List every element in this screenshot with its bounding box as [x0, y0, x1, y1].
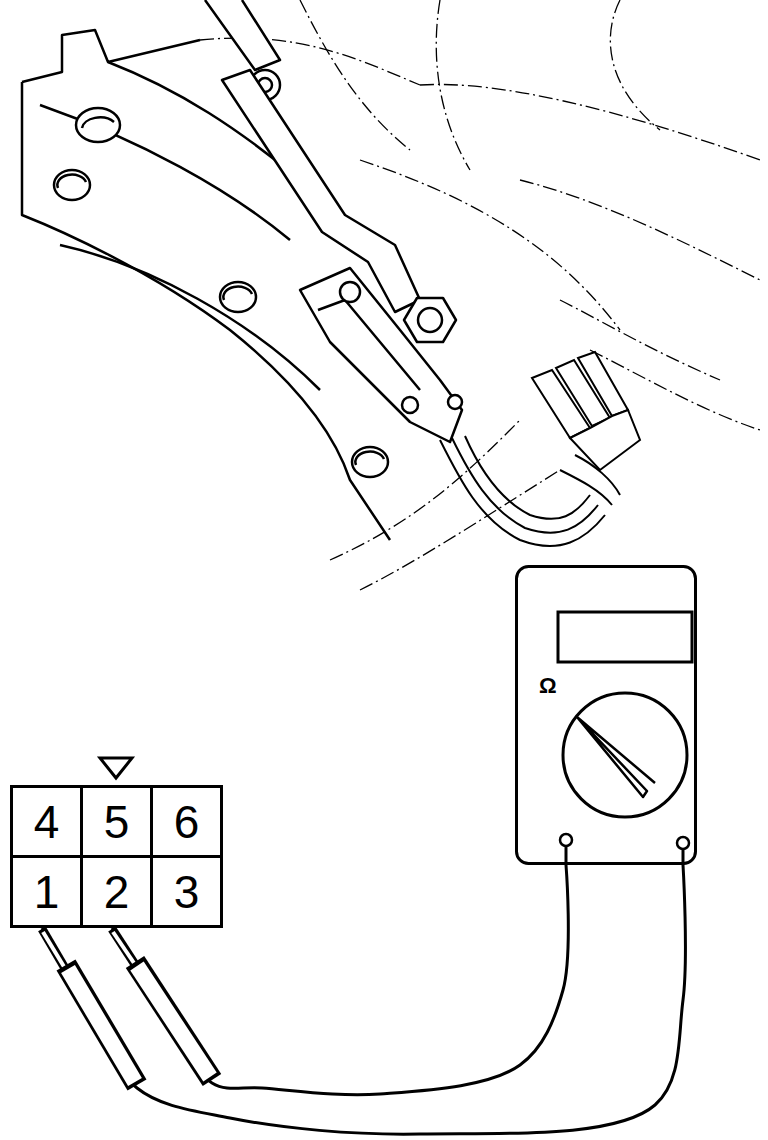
pin-number: 3 — [174, 869, 200, 915]
inhibitor-switch — [340, 282, 360, 302]
connector-plug — [532, 352, 640, 470]
connector-key — [100, 758, 132, 778]
meter-dial — [563, 693, 687, 817]
bolt-hole — [355, 452, 384, 465]
bolt-hole — [220, 282, 256, 312]
inhibitor-switch — [404, 298, 456, 342]
hidden-contour — [436, 0, 470, 170]
inhibitor-switch — [402, 397, 418, 413]
connector-pin: 1 — [10, 855, 83, 928]
bolt-hole — [352, 447, 388, 477]
probe-pin-1 — [42, 929, 66, 970]
connector-plug — [578, 352, 628, 416]
inhibitor-switch — [418, 308, 442, 332]
wire-harness — [440, 440, 605, 546]
meter-terminal — [677, 837, 689, 849]
connector-key — [100, 758, 132, 778]
probe-pin-2 — [137, 966, 210, 1077]
lead-stub — [682, 849, 685, 865]
shift-lever — [205, 0, 280, 70]
pin-number: 1 — [34, 869, 60, 915]
pin-number: 2 — [104, 869, 130, 915]
pin-number: 4 — [34, 799, 60, 845]
probe-pin-2 — [112, 929, 136, 966]
probe-pin-1 — [43, 932, 66, 970]
pin-number: 5 — [104, 799, 130, 845]
inhibitor-switch — [300, 268, 462, 442]
hidden-contour — [610, 0, 660, 130]
bolt-hole — [223, 287, 252, 300]
probe-pin-2 — [112, 929, 212, 1080]
connector-pin: 4 — [10, 785, 83, 858]
housing-outline — [22, 30, 200, 82]
pin-number: 6 — [174, 799, 200, 845]
hidden-contour — [520, 180, 760, 280]
multimeter: Ω — [515, 565, 697, 865]
probe-pin-1 — [68, 969, 135, 1082]
probe-pin-2 — [113, 932, 136, 966]
ohm-symbol: Ω — [539, 675, 557, 697]
connector-pin: 6 — [150, 785, 223, 858]
meter-case — [517, 567, 696, 864]
bolt-hole — [54, 170, 90, 200]
inhibitor-switch — [300, 268, 462, 442]
dial-pointer — [577, 717, 655, 797]
inhibitor-switch — [448, 395, 462, 409]
connector-pin: 3 — [150, 855, 223, 928]
hidden-contour — [420, 84, 760, 160]
test-lead — [112, 865, 568, 1095]
meter-display — [558, 612, 692, 662]
connector-plug — [570, 410, 640, 470]
connector-pin: 5 — [80, 785, 153, 858]
wire-harness — [465, 436, 590, 519]
shift-lever — [205, 0, 420, 312]
probe-pin-1 — [42, 929, 137, 1085]
connector-pin: 2 — [80, 855, 153, 928]
hidden-contour — [200, 0, 760, 590]
meter-terminal — [560, 834, 572, 846]
inhibitor-switch — [318, 300, 420, 390]
hidden-contour — [300, 0, 410, 150]
hidden-contour — [330, 420, 520, 560]
lead-stub — [565, 846, 568, 865]
bolt-hole — [82, 117, 114, 128]
bolt-hole — [57, 175, 86, 188]
bolt-hole — [76, 108, 120, 142]
probe-pin-1 — [66, 965, 137, 1085]
wire-harness — [452, 438, 598, 533]
housing-outline — [60, 245, 320, 390]
shift-lever — [222, 70, 420, 312]
probe-pin-2 — [135, 962, 212, 1080]
multimeter-body — [515, 565, 697, 865]
